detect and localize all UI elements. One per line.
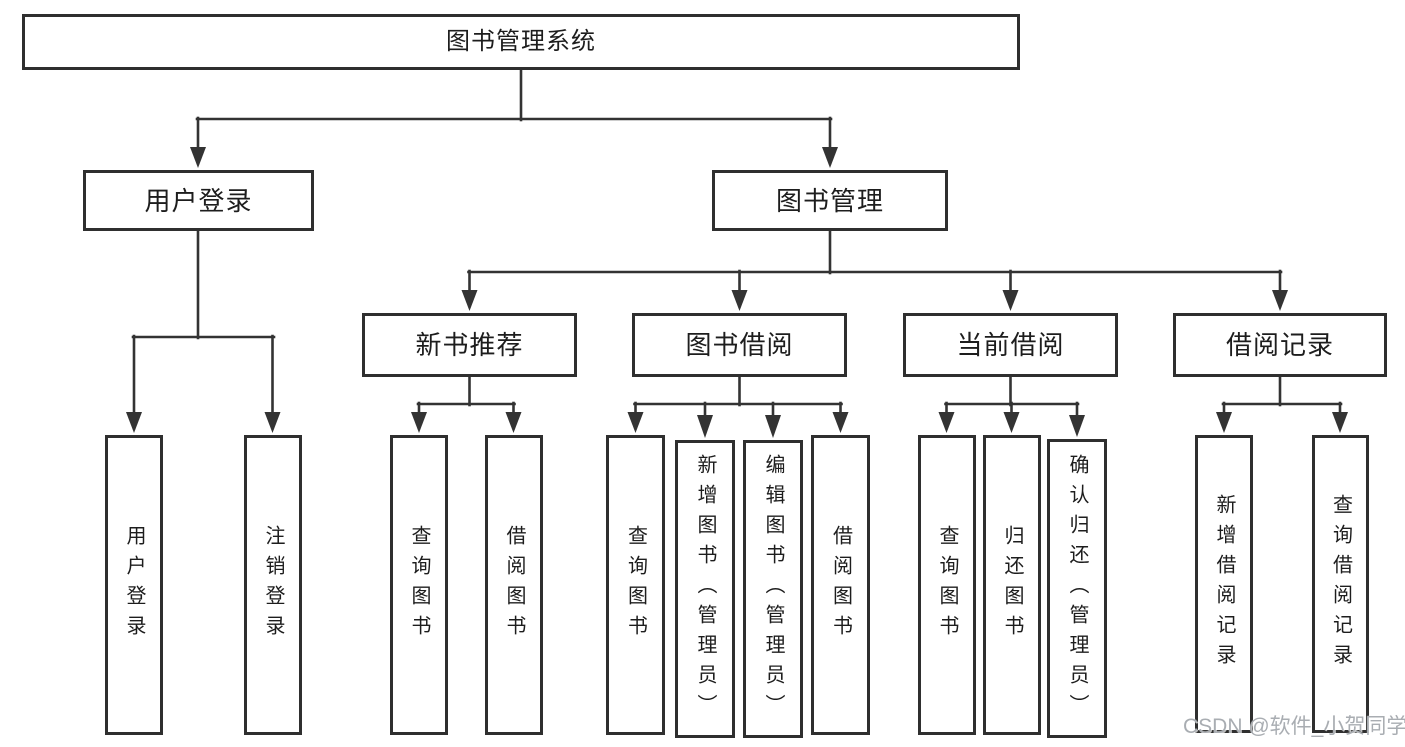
node-bb-edit-book-label: 编辑图书（管理员） (762, 454, 784, 724)
node-br-add-record: 新增借阅记录 (1195, 435, 1253, 733)
node-book-borrow: 图书借阅 (632, 313, 847, 377)
node-ul-logout: 注销登录 (244, 435, 302, 735)
node-nb-query-book: 查询图书 (390, 435, 448, 735)
node-br-query-record-label: 查询借阅记录 (1329, 494, 1352, 674)
node-nb-query-book-label: 查询图书 (408, 525, 430, 645)
node-cb-confirm-return-label: 确认归还（管理员） (1066, 453, 1088, 724)
node-borrow-records-label: 借阅记录 (1225, 330, 1334, 360)
node-borrow-records: 借阅记录 (1173, 313, 1387, 377)
node-new-book-rec: 新书推荐 (362, 313, 577, 377)
node-user-login: 用户登录 (83, 170, 314, 231)
node-nb-borrow-book: 借阅图书 (485, 435, 543, 735)
node-bb-query-book-label: 查询图书 (624, 525, 647, 645)
node-cb-confirm-return: 确认归还（管理员） (1047, 439, 1107, 738)
node-cb-return-book: 归还图书 (983, 435, 1041, 735)
edges-current-borrow (938, 374, 1085, 437)
node-book-borrow-label: 图书借阅 (685, 330, 794, 360)
edges-new-book-rec (411, 374, 522, 433)
edges-root (190, 67, 838, 168)
node-bb-edit-book: 编辑图书（管理员） (743, 440, 803, 738)
node-ul-user-login-label: 用户登录 (123, 525, 145, 645)
node-bb-query-book: 查询图书 (606, 435, 665, 735)
node-bb-add-book: 新增图书（管理员） (675, 440, 735, 738)
node-nb-borrow-book-label: 借阅图书 (503, 525, 525, 645)
edges-user-login (126, 228, 281, 433)
node-cb-return-book-label: 归还图书 (1001, 525, 1023, 645)
node-bb-borrow-book: 借阅图书 (811, 435, 870, 735)
node-bb-add-book-label: 新增图书（管理员） (694, 454, 716, 724)
node-br-add-record-label: 新增借阅记录 (1213, 494, 1235, 674)
csdn-watermark: CSDN @软件_小贺同学 (1183, 715, 1405, 738)
node-ul-user-login: 用户登录 (105, 435, 163, 735)
node-cb-query-book: 查询图书 (918, 435, 976, 735)
node-book-mgmt: 图书管理 (712, 170, 948, 231)
node-ul-logout-label: 注销登录 (262, 525, 284, 645)
node-br-query-record: 查询借阅记录 (1312, 435, 1369, 733)
node-book-mgmt-label: 图书管理 (775, 185, 884, 216)
node-user-login-label: 用户登录 (144, 185, 253, 216)
edges-book-mgmt (461, 228, 1288, 311)
node-current-borrow: 当前借阅 (903, 313, 1118, 377)
node-cb-query-book-label: 查询图书 (936, 525, 958, 645)
node-root-label: 图书管理系统 (446, 28, 596, 55)
node-current-borrow-label: 当前借阅 (956, 330, 1065, 360)
node-bb-borrow-book-label: 借阅图书 (829, 525, 852, 645)
edges-book-borrow (627, 374, 849, 438)
node-root: 图书管理系统 (22, 14, 1020, 70)
node-new-book-rec-label: 新书推荐 (415, 330, 524, 360)
edges-borrow-records (1216, 374, 1348, 433)
